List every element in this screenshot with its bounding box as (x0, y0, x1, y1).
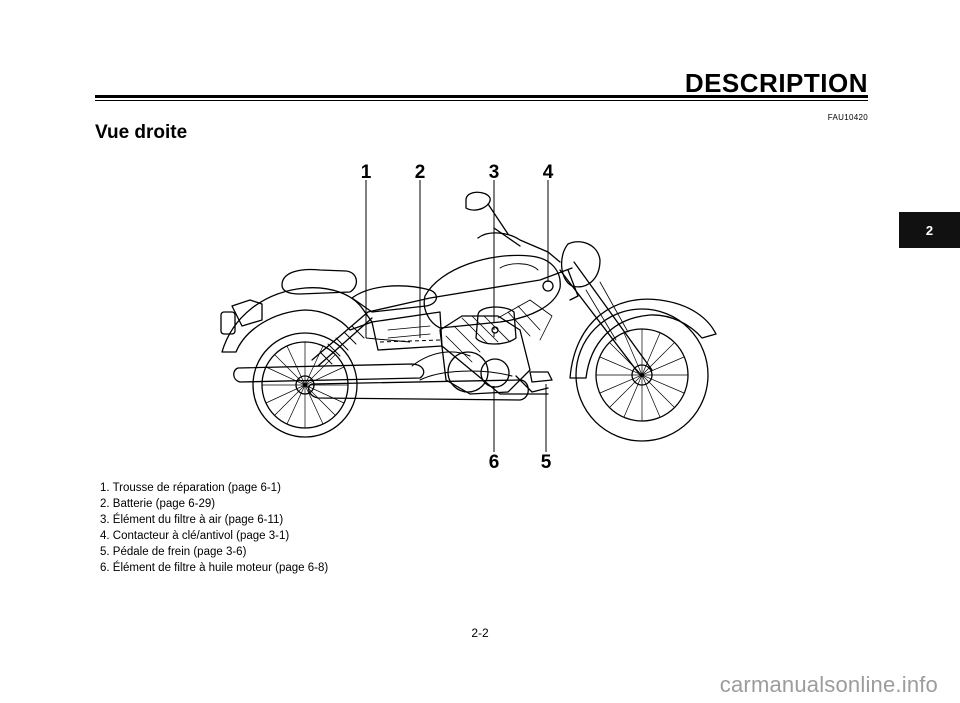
chapter-tab-label: 2 (925, 222, 934, 238)
callout-2: 2 (415, 162, 426, 183)
legend-item: 4. Contacteur à clé/antivol (page 3-1) (100, 530, 290, 542)
section-code: FAU10420 (827, 113, 868, 122)
page-number: 2-2 (471, 626, 489, 640)
legend-item: 1. Trousse de réparation (page 6-1) (100, 482, 281, 494)
page-header-title: DESCRIPTION (684, 68, 868, 98)
callout-4: 4 (543, 162, 554, 183)
section-title: Vue droite (95, 122, 188, 143)
callout-3: 3 (489, 162, 500, 183)
callout-leaders (365, 180, 549, 452)
header-rule-thin (95, 100, 868, 101)
front-wheel (575, 308, 709, 442)
legend-item: 3. Élément du filtre à air (page 6-11) (100, 514, 284, 526)
chapter-tab[interactable]: 2 (899, 212, 960, 248)
watermark-text: carmanualsonline.info (719, 672, 938, 697)
header-rule-thick (95, 95, 868, 98)
parts-legend: 1. Trousse de réparation (page 6-1) 2. B… (100, 480, 328, 576)
callout-5: 5 (541, 452, 552, 473)
legend-item: 2. Batterie (page 6-29) (100, 498, 216, 510)
legend-item: 5. Pédale de frein (page 3-6) (100, 546, 247, 558)
legend-item: 6. Élément de filtre à huile moteur (pag… (100, 562, 329, 574)
rear-wheel (252, 332, 358, 438)
callout-1: 1 (361, 162, 372, 183)
callout-6: 6 (489, 452, 500, 473)
